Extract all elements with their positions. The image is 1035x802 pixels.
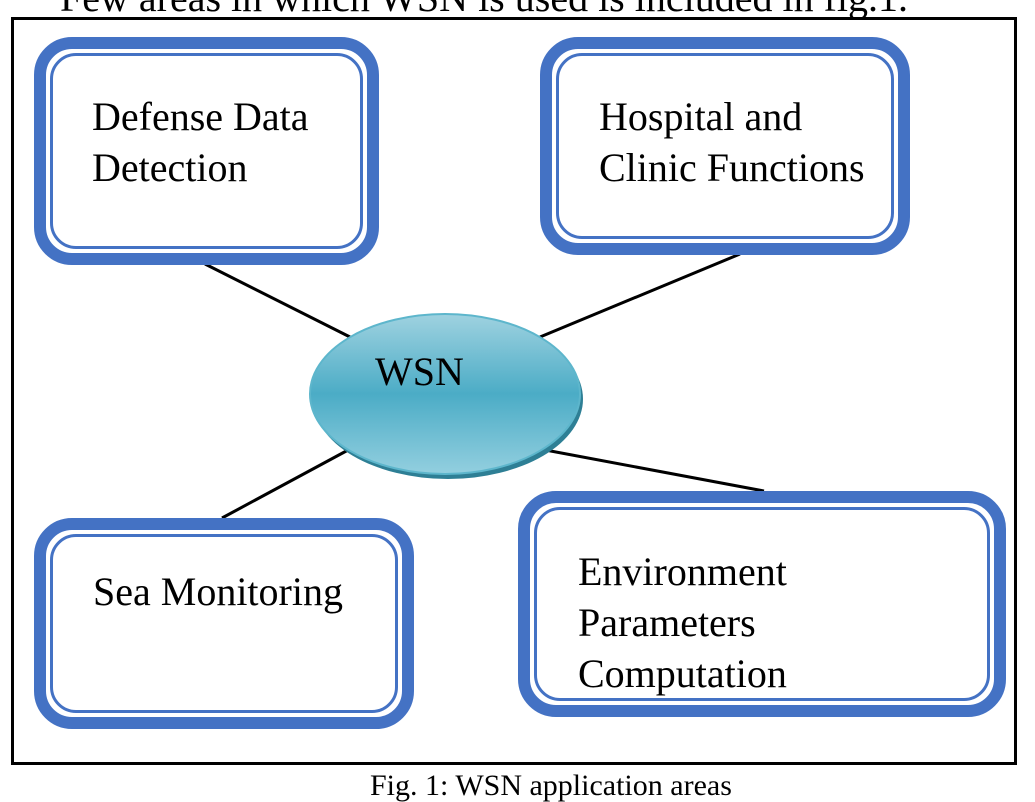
wsn-center-label: WSN xyxy=(375,349,464,394)
connector-layer xyxy=(204,252,765,520)
edge-wsn-defense xyxy=(204,262,351,339)
node-label: Environment Parameters Computation xyxy=(578,549,787,696)
node-inner-border xyxy=(50,53,363,249)
figure-caption: Fig. 1: WSN application areas xyxy=(370,769,732,802)
edge-wsn-environment xyxy=(539,447,765,493)
node-label: Sea Monitoring xyxy=(93,569,343,614)
node-hospital-clinic-functions: Hospital and Clinic Functions xyxy=(540,37,910,255)
edge-wsn-sea xyxy=(221,447,351,520)
figure-frame xyxy=(11,17,1017,765)
wsn-ellipse xyxy=(309,313,581,475)
edge-wsn-hospital xyxy=(539,252,741,339)
node-label: Hospital and Clinic Functions xyxy=(599,94,865,190)
node-environment-parameters-computation: Environment Parameters Computation xyxy=(518,491,1006,717)
node-inner-border xyxy=(534,507,990,701)
node-label: Defense Data Detection xyxy=(92,94,309,190)
intro-text: Few areas in which WSN is used is includ… xyxy=(60,0,908,18)
node-inner-border xyxy=(556,53,894,239)
node-sea-monitoring: Sea Monitoring xyxy=(34,518,414,729)
node-defense-data-detection: Defense Data Detection xyxy=(34,37,379,265)
node-inner-border xyxy=(50,534,398,713)
